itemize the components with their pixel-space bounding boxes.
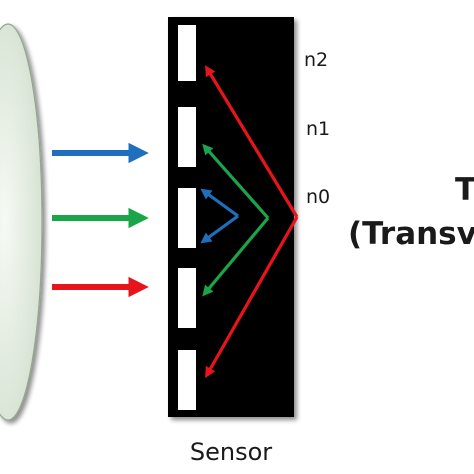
diffraction-paths — [200, 65, 299, 379]
title-line-2: (Transv — [348, 216, 474, 252]
red-path-down — [205, 216, 299, 379]
order-label-n2: n2 — [304, 49, 328, 71]
order-label-n1: n1 — [306, 118, 330, 140]
sensor-label: Sensor — [190, 438, 272, 466]
pixel-3 — [178, 188, 196, 248]
incoming-beams — [52, 142, 149, 298]
pixel-1 — [178, 25, 196, 81]
blue-path-up — [200, 188, 239, 218]
green-path-down — [202, 216, 270, 297]
green-path-up — [202, 143, 270, 220]
pixel-4 — [178, 268, 196, 328]
blue-path-down — [200, 214, 239, 244]
sensor-pixels — [178, 25, 196, 410]
pixel-2 — [178, 107, 196, 167]
lens — [0, 23, 43, 421]
red-path-up — [205, 65, 299, 218]
convex-lens-icon — [0, 23, 43, 421]
order-label-n0: n0 — [306, 186, 330, 208]
title-line-1: T — [455, 172, 474, 208]
pixel-5 — [178, 350, 196, 410]
